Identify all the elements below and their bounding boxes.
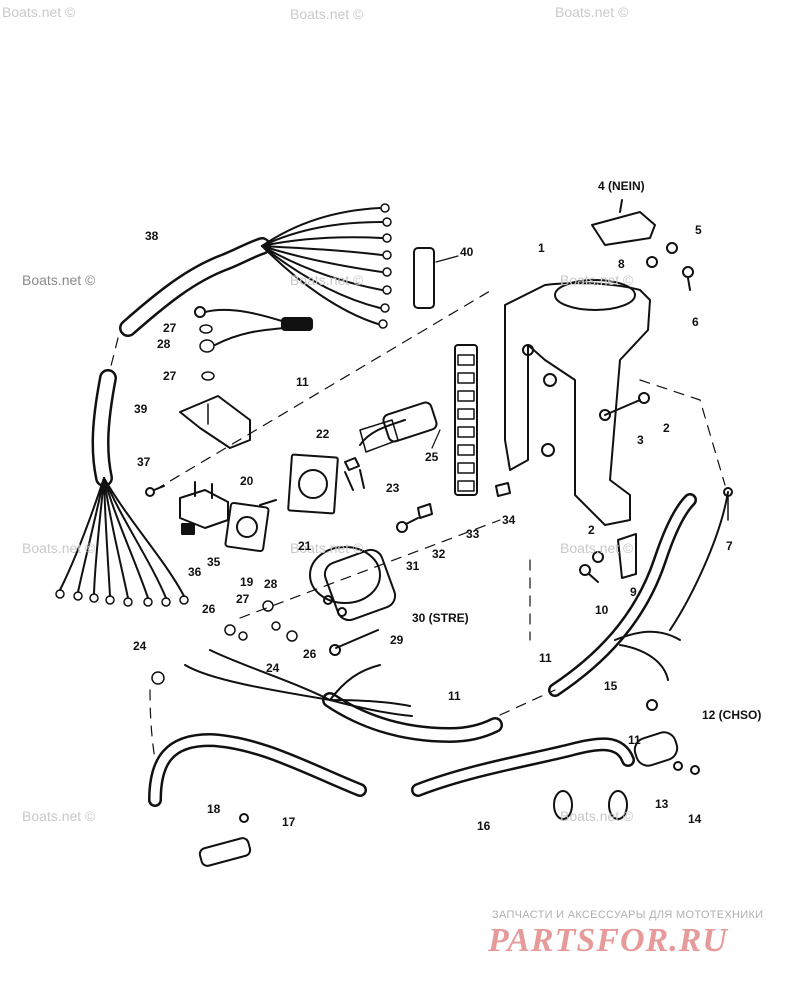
watermark: Boats.net © [560, 272, 634, 288]
terminal-block-33 [454, 344, 478, 496]
screw-37 [145, 485, 165, 497]
callout: 6 [692, 315, 699, 329]
callout: 12 (CHSO) [702, 708, 762, 722]
screw-15 [646, 699, 658, 711]
callout: 35 [207, 555, 221, 569]
nuts-washers [151, 600, 298, 685]
jumper-34 [495, 482, 511, 497]
bezel-21 [287, 453, 339, 515]
harness-38-lower [55, 369, 189, 607]
condenser-12 [633, 731, 700, 775]
bracket-1 [504, 279, 651, 526]
callout: 33 [466, 527, 480, 541]
washer-5 [666, 242, 678, 254]
watermark: Boats.net © [560, 808, 634, 824]
callout: 11 [448, 689, 461, 703]
callout: 22 [316, 427, 330, 441]
dashed-lines [109, 287, 726, 761]
callout: 40 [460, 245, 474, 259]
jumper-32 [417, 503, 433, 519]
screw-10 [579, 564, 599, 583]
watermark: Boats.net © [560, 540, 634, 556]
brand-tagline: ЗАПЧАСТИ И АКСЕССУАРЫ ДЛЯ МОТОТЕХНИКИ [492, 909, 764, 921]
callout: 7 [726, 539, 733, 553]
callout: 26 [303, 647, 317, 661]
callout: 8 [618, 257, 625, 271]
callout: 30 (STRE) [412, 611, 469, 625]
callout: 11 [296, 375, 309, 389]
callout: 36 [188, 565, 202, 579]
callout: 29 [390, 633, 404, 647]
watermark: Boats.net © [22, 272, 96, 288]
callout: 28 [157, 337, 171, 351]
ignition-switch-23 [344, 401, 438, 491]
callout: 5 [695, 223, 702, 237]
callout: 16 [477, 819, 491, 833]
washer-2-upper [638, 392, 650, 404]
watermark: Boats.net © [290, 540, 364, 556]
callout: 13 [655, 797, 669, 811]
lead-11-upper [194, 306, 313, 346]
callout: 17 [282, 815, 296, 829]
callout: 1 [538, 241, 545, 255]
callout: 26 [202, 602, 216, 616]
callout: 38 [145, 229, 159, 243]
callout: 28 [264, 577, 278, 591]
washer-2-lower [592, 551, 604, 563]
callout: 10 [595, 603, 609, 617]
brand-logo[interactable]: PARTSFOR.RU [488, 922, 728, 959]
watermark: Boats.net © [22, 540, 96, 556]
callout: 27 [163, 369, 177, 383]
bolt-3 [599, 399, 641, 421]
bolt-29 [329, 629, 379, 656]
callout: 21 [298, 539, 312, 553]
callout: 9 [630, 585, 637, 599]
watermark: Boats.net © [2, 4, 76, 20]
callout: 23 [386, 481, 400, 495]
callout: 25 [425, 450, 439, 464]
callout: 11 [628, 733, 641, 747]
callout: 39 [134, 402, 148, 416]
callout: 24 [266, 661, 280, 675]
callout: 15 [604, 679, 618, 693]
callout: 34 [502, 513, 516, 527]
bracket-9 [617, 533, 637, 579]
bracket-39 [179, 395, 251, 449]
cable-terminals [553, 790, 628, 820]
screw-31 [396, 517, 419, 533]
solenoid-30 [309, 546, 397, 622]
callout: 19 [240, 575, 254, 589]
callout: 11 [539, 651, 552, 665]
nut-8 [646, 256, 658, 268]
callout: 37 [137, 455, 151, 469]
circuit-breaker-35 [179, 481, 229, 529]
connector-18 [198, 813, 252, 867]
tag-40 [413, 247, 435, 309]
callout: 32 [432, 547, 446, 561]
callout: 14 [688, 812, 702, 826]
callout: 24 [133, 639, 147, 653]
switch-4 [591, 199, 656, 246]
callout: 4 (NEIN) [598, 179, 645, 193]
callout: 3 [637, 433, 644, 447]
screw-6 [682, 266, 694, 291]
label-36 [181, 523, 195, 535]
watermark: Boats.net © [290, 272, 364, 288]
callout: 18 [207, 802, 221, 816]
watermark: Boats.net © [22, 808, 96, 824]
callout: 2 [663, 421, 670, 435]
gasket-19 [224, 501, 270, 553]
callout: 27 [163, 321, 177, 335]
washers-27-28 [199, 324, 215, 381]
callout: 27 [236, 592, 250, 606]
screw-20 [259, 499, 277, 506]
harness-38 [119, 203, 392, 337]
callout: 20 [240, 474, 254, 488]
watermark: Boats.net © [290, 6, 364, 22]
watermark: Boats.net © [555, 4, 629, 20]
callout: 2 [588, 523, 595, 537]
callout: 31 [406, 559, 420, 573]
